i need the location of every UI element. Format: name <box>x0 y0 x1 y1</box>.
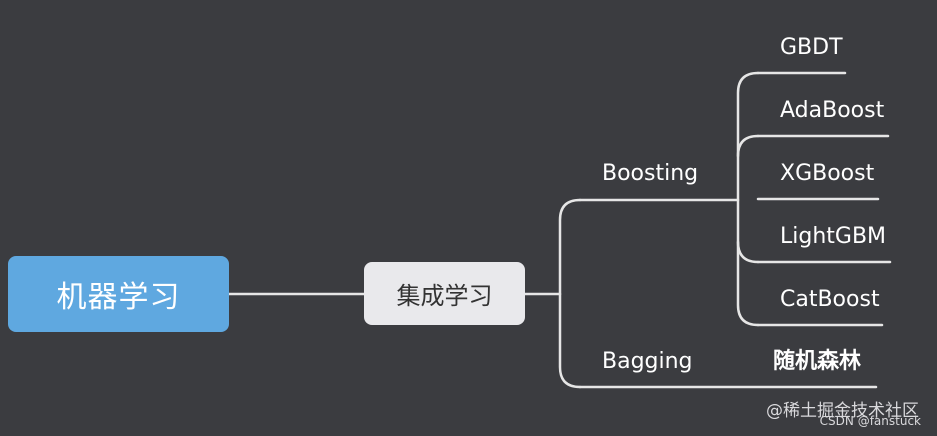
leaf-adaboost[interactable]: AdaBoost <box>780 98 885 123</box>
group-label-bagging[interactable]: Bagging <box>602 349 693 374</box>
bracket-boosting-children <box>736 71 760 327</box>
leaf-gbdt[interactable]: GBDT <box>780 35 843 60</box>
leaf-catboost[interactable]: CatBoost <box>780 287 880 312</box>
bracket-groups <box>558 198 582 389</box>
leaf-xgboost[interactable]: XGBoost <box>780 161 875 186</box>
root-node[interactable]: 机器学习 <box>8 256 229 332</box>
join-lightgbm <box>736 240 760 264</box>
root-node-label: 机器学习 <box>56 280 181 315</box>
branch-node-ensemble[interactable]: 集成学习 <box>364 262 525 325</box>
leaf-lightgbm[interactable]: LightGBM <box>780 224 887 249</box>
group-label-boosting[interactable]: Boosting <box>602 161 699 186</box>
watermark-juejin: @稀土掘金技术社区 <box>766 401 919 421</box>
join-adaboost <box>736 134 760 158</box>
watermark-csdn: CSDN @fanstuck <box>819 414 921 428</box>
leaf-random-forest[interactable]: 随机森林 <box>773 349 862 374</box>
branch-node-label: 集成学习 <box>396 282 493 310</box>
